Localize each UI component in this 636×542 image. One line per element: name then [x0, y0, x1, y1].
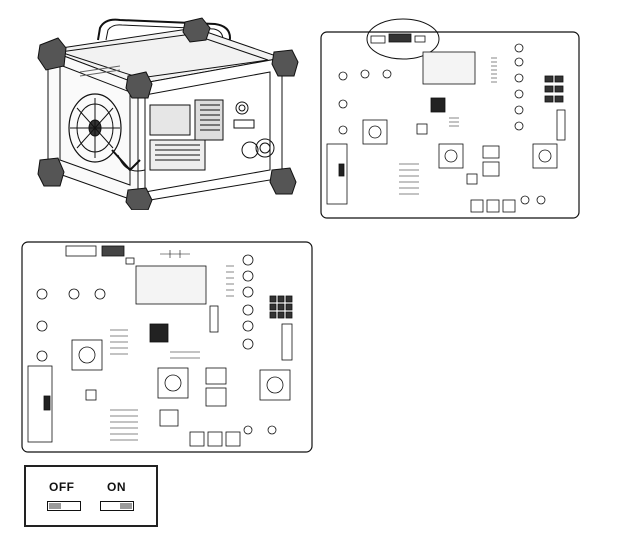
on-label: ON: [107, 480, 126, 494]
on-switch-icon: [100, 501, 134, 511]
unit-isometric-drawing: [20, 10, 305, 210]
off-label: OFF: [49, 480, 75, 494]
circuit-board-detail: [319, 14, 581, 220]
circuit-board-large: [20, 240, 316, 456]
power-switch-legend: OFF ON: [24, 465, 158, 527]
off-switch-icon: [47, 501, 81, 511]
